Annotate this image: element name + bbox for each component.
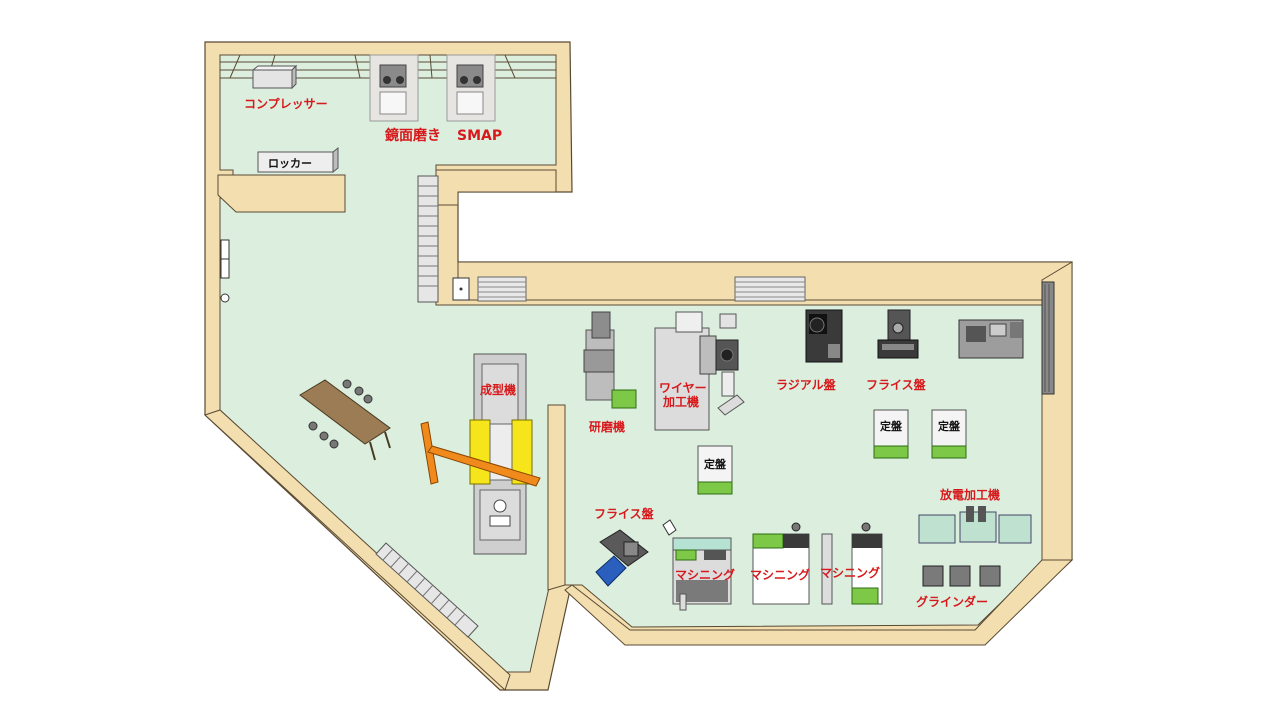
stairs-diagonal	[375, 542, 479, 638]
mirror-polish-machine	[369, 54, 419, 122]
clock-icon	[220, 293, 230, 303]
milling-machine-left	[595, 519, 677, 587]
building-walls	[204, 41, 1074, 691]
locker-label: ロッカー	[268, 157, 312, 170]
stools	[308, 379, 373, 449]
radial-drill	[805, 309, 843, 363]
work-table	[299, 379, 391, 461]
machining-2-label: マシニング	[750, 567, 810, 582]
surface-plate-1	[873, 409, 909, 459]
mirror-polish-label: 鏡面磨き	[385, 127, 441, 144]
machining-center-1	[672, 537, 732, 611]
edm-machine	[918, 506, 1032, 544]
milling-left-label: フライス盤	[594, 506, 655, 521]
surface-plate-2-label: 定盤	[938, 419, 961, 433]
grinding-machine-label: 研磨機	[589, 419, 625, 434]
machining-center-2	[752, 522, 810, 605]
door	[452, 277, 470, 301]
surface-plate-3	[697, 445, 733, 495]
radial-drill-label: ラジアル盤	[776, 377, 837, 392]
milling-right-label: フライス盤	[866, 377, 927, 392]
compressor-label: コンプレッサー	[244, 96, 328, 111]
right-wall-shutter	[1041, 281, 1055, 395]
grinder	[922, 565, 1001, 587]
wire-edm-label-2: 加工機	[662, 394, 699, 409]
surface-plate-1-label: 定盤	[880, 419, 903, 433]
compressor	[251, 64, 298, 90]
surface-plate-3-label: 定盤	[704, 457, 727, 471]
machining-center-3	[821, 522, 883, 605]
smap-label: SMAP	[457, 128, 502, 144]
edm-label: 放電加工機	[939, 487, 1000, 502]
wire-edm-label-1: ワイヤー	[659, 381, 707, 395]
milling-machine-right	[877, 309, 919, 359]
machining-3-label: マシニング	[820, 565, 880, 580]
molding-machine	[469, 353, 533, 555]
vent-left	[477, 276, 527, 302]
cnc-machine-top-right	[958, 319, 1024, 359]
surface-plate-2	[931, 409, 967, 459]
stairs-corridor	[417, 175, 439, 303]
molding-ejector-arm	[420, 421, 541, 487]
smap-machine	[446, 54, 496, 122]
wire-edm	[654, 311, 745, 431]
left-wall-window	[220, 239, 230, 303]
grinder-label: グラインダー	[916, 594, 988, 609]
grinding-machine	[583, 311, 637, 409]
machining-1-label: マシニング	[675, 567, 735, 582]
locker	[257, 146, 339, 174]
vent-center	[734, 276, 806, 302]
molding-machine-label: 成型機	[480, 382, 516, 397]
